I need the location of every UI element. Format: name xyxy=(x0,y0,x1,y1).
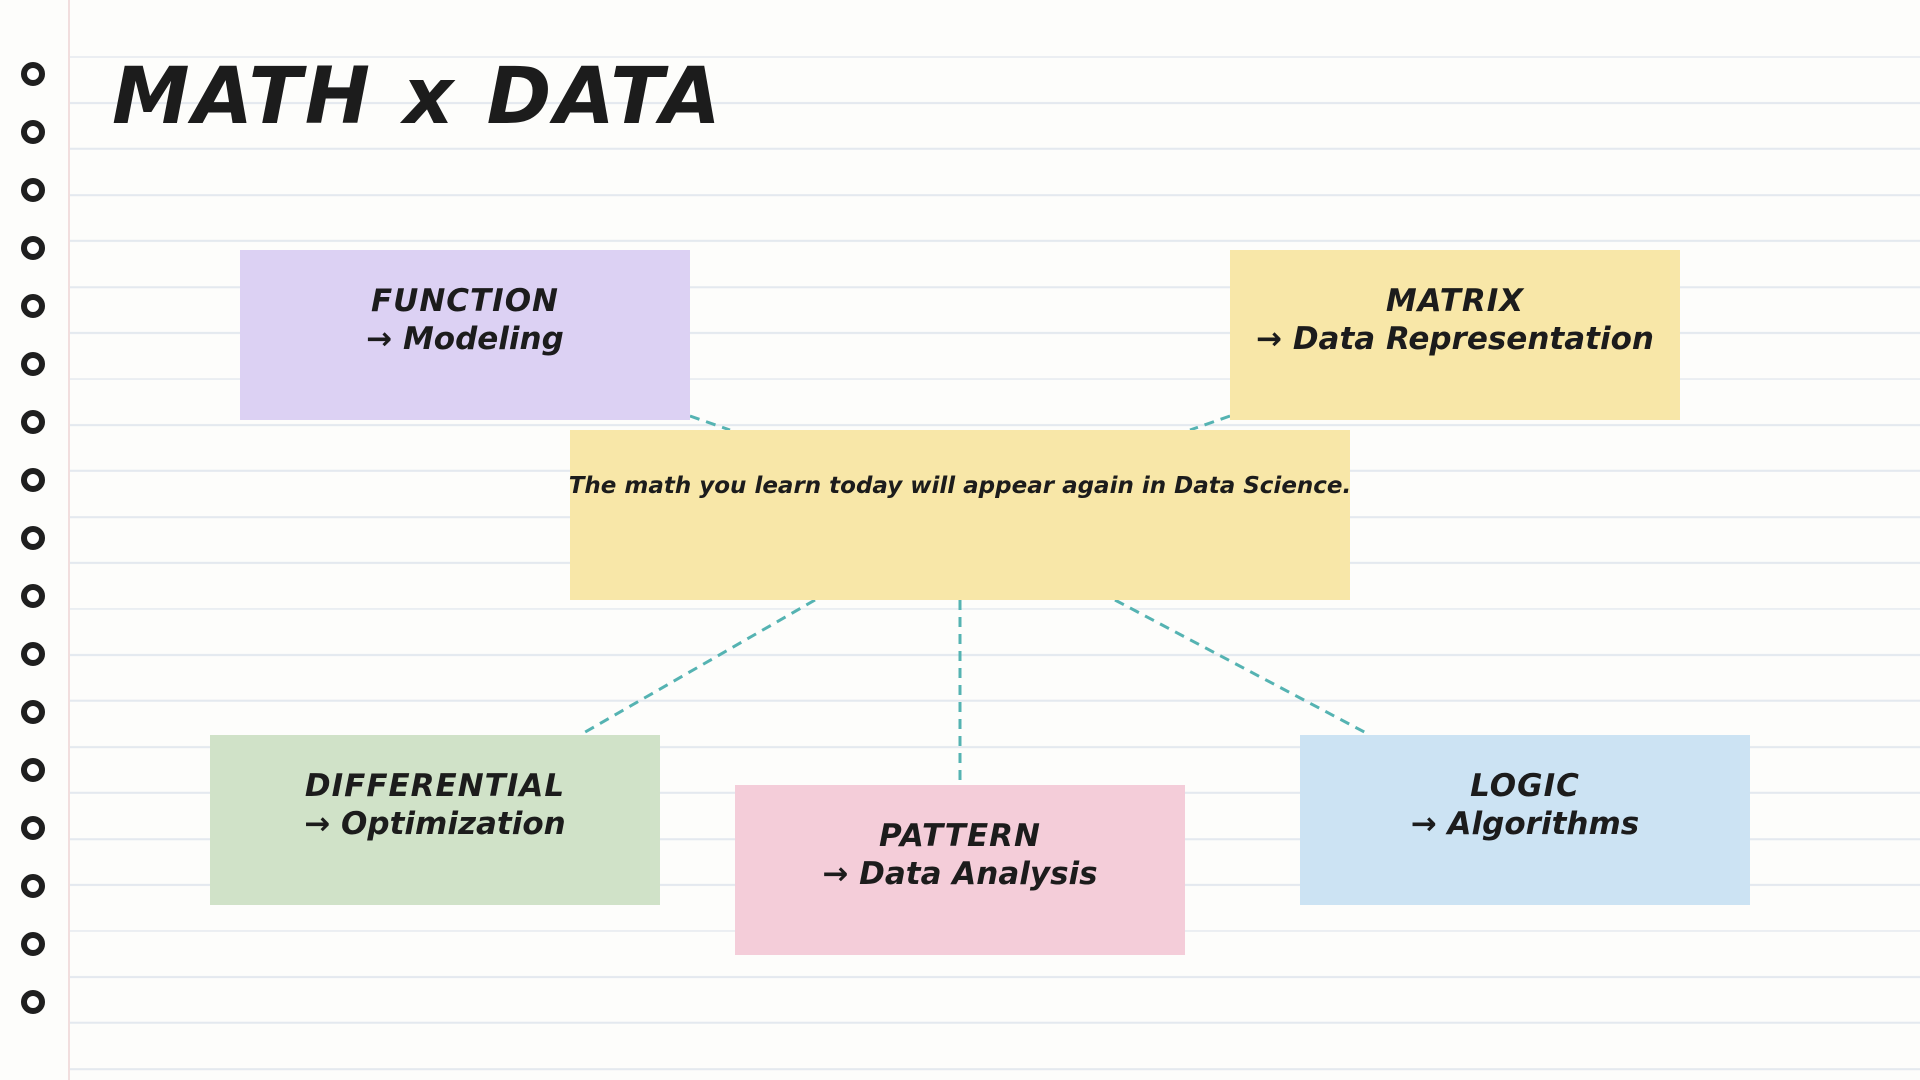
binder-ring-icon xyxy=(21,410,45,434)
node-label: LOGIC xyxy=(1470,768,1580,804)
page-title: MATH x DATA xyxy=(112,52,724,142)
node-logic: LOGIC → Algorithms xyxy=(1300,735,1750,905)
notebook-binding xyxy=(0,0,68,1080)
connector-function xyxy=(689,414,731,432)
node-label: FUNCTION xyxy=(370,283,560,319)
binder-ring-icon xyxy=(21,990,45,1014)
binder-ring-icon xyxy=(21,584,45,608)
node-differential: DIFFERENTIAL → Optimization xyxy=(210,735,660,905)
binder-ring-icon xyxy=(21,874,45,898)
connector-matrix xyxy=(1189,414,1231,432)
binder-ring-icon xyxy=(21,932,45,956)
margin-line xyxy=(68,0,70,1080)
binder-ring-icon xyxy=(21,352,45,376)
binder-ring-icon xyxy=(21,294,45,318)
binder-ring-icon xyxy=(21,642,45,666)
node-label: MATRIX xyxy=(1385,283,1525,319)
binder-ring-icon xyxy=(21,178,45,202)
binder-ring-icon xyxy=(21,236,45,260)
binder-ring-icon xyxy=(21,526,45,550)
node-description: → Algorithms xyxy=(1410,806,1640,842)
binder-ring-icon xyxy=(21,120,45,144)
node-description: → Data Analysis xyxy=(822,856,1098,892)
binder-ring-icon xyxy=(21,468,45,492)
node-description: → Data Representation xyxy=(1256,321,1654,357)
binder-ring-icon xyxy=(21,700,45,724)
node-matrix: MATRIX → Data Representation xyxy=(1230,250,1680,420)
node-description: → Optimization xyxy=(304,806,566,842)
node-label: DIFFERENTIAL xyxy=(304,768,566,804)
binder-ring-icon xyxy=(21,816,45,840)
node-pattern: PATTERN → Data Analysis xyxy=(735,785,1185,955)
node-function: FUNCTION → Modeling xyxy=(240,250,690,420)
center-note: The math you learn today will appear aga… xyxy=(568,430,1352,600)
connector-differential xyxy=(579,598,816,737)
connector-logic xyxy=(1114,598,1371,737)
node-description: → Modeling xyxy=(366,321,564,357)
center-message: The math you learn today will appear aga… xyxy=(568,473,1352,499)
binder-ring-icon xyxy=(21,758,45,782)
node-label: PATTERN xyxy=(879,818,1041,854)
binder-ring-icon xyxy=(21,62,45,86)
